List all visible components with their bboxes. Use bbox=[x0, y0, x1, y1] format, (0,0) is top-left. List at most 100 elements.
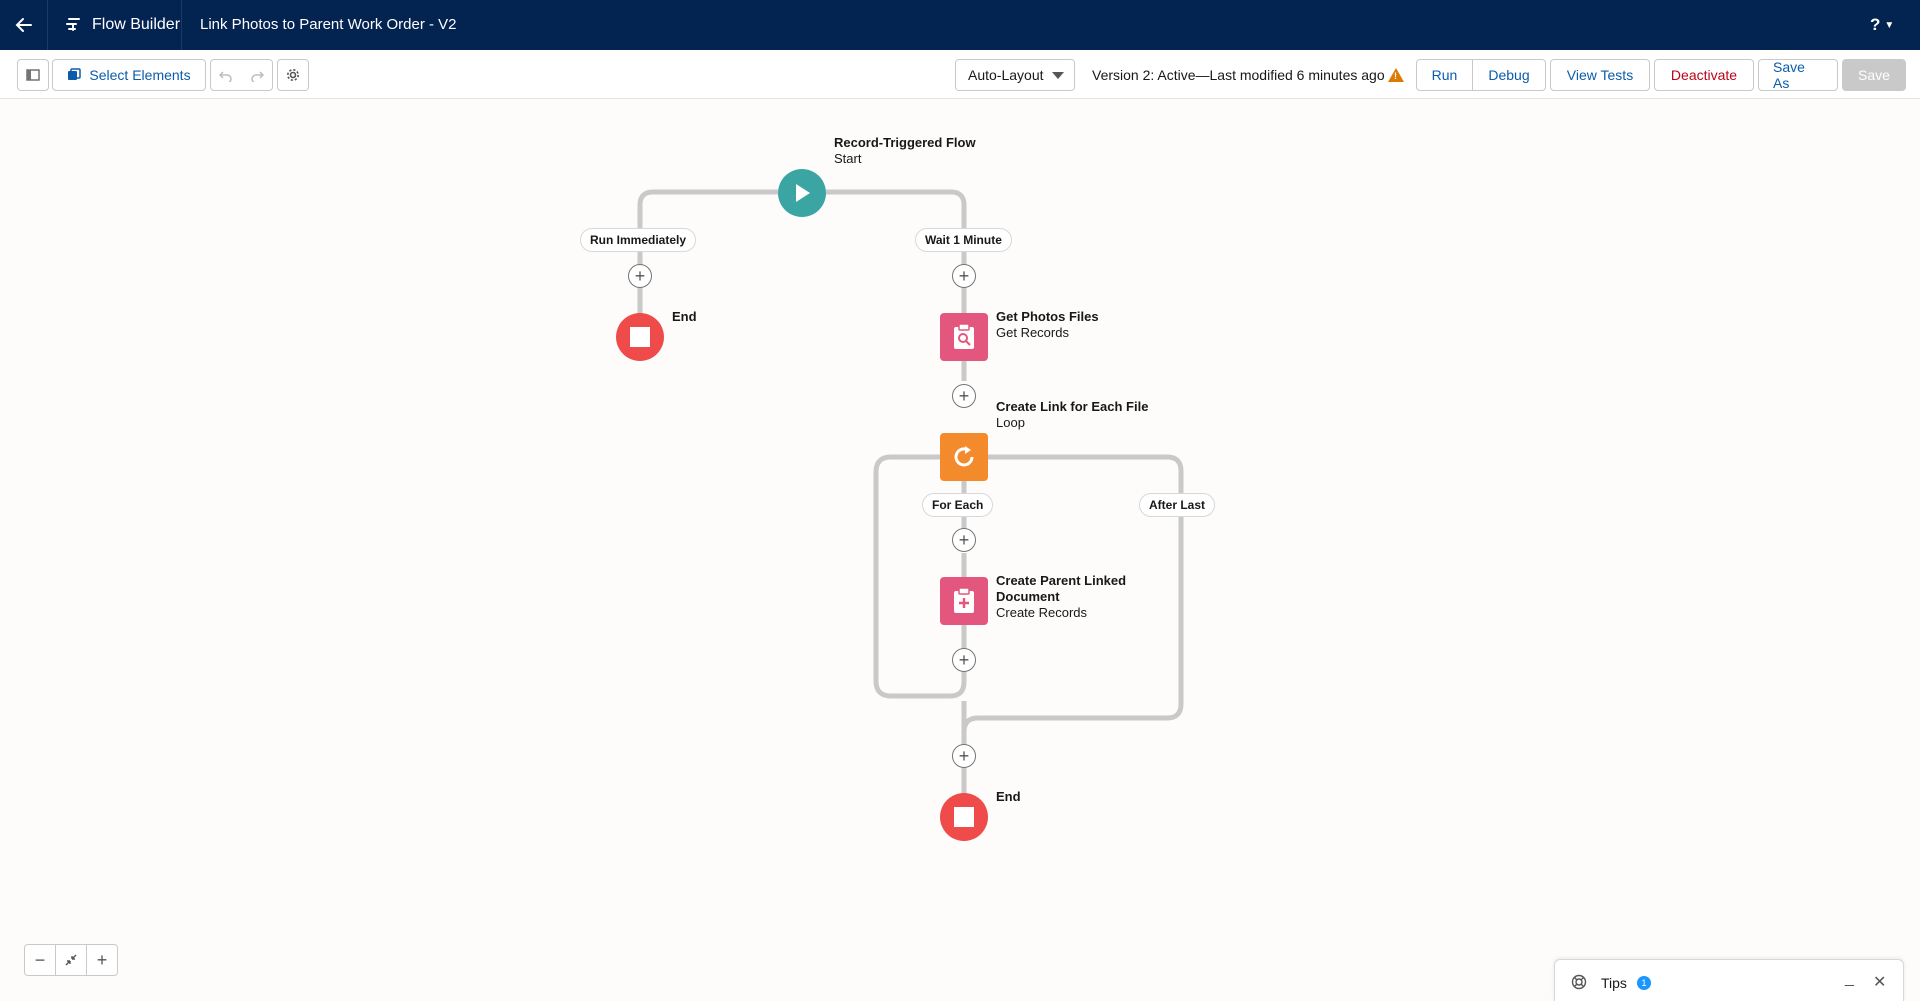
loop-path-after-last[interactable]: After Last bbox=[1139, 493, 1216, 517]
plus-icon: + bbox=[958, 266, 970, 286]
dropdown-arrow-icon bbox=[1052, 72, 1064, 79]
add-element-button[interactable]: + bbox=[952, 384, 976, 408]
loop-node-label: Create Link for Each File Loop bbox=[996, 399, 1148, 431]
minus-icon: − bbox=[34, 949, 46, 970]
zoom-in-button[interactable]: + bbox=[86, 945, 117, 975]
back-button[interactable] bbox=[0, 0, 48, 50]
panel-toggle-icon bbox=[26, 69, 40, 81]
get-records-subtitle: Get Records bbox=[996, 325, 1069, 340]
end-node-left-label: End bbox=[672, 309, 697, 325]
undo-button[interactable] bbox=[210, 59, 242, 91]
create-records-label: Create Parent Linked Document Create Rec… bbox=[996, 573, 1156, 621]
deactivate-label: Deactivate bbox=[1670, 67, 1738, 83]
flow-builder-icon bbox=[66, 18, 80, 31]
gear-icon bbox=[287, 69, 299, 81]
loop-path-for-each[interactable]: For Each bbox=[922, 493, 994, 517]
branch-wait-1-minute-label: Wait 1 Minute bbox=[925, 233, 1002, 247]
version-status: Version 2: Active—Last modified 6 minute… bbox=[1092, 67, 1385, 83]
toggle-panel-button[interactable] bbox=[17, 59, 49, 91]
flow-settings-button[interactable] bbox=[277, 59, 309, 91]
end-node-bottom[interactable] bbox=[940, 793, 988, 841]
start-node-title: Record-Triggered Flow bbox=[834, 135, 976, 150]
redo-button[interactable] bbox=[241, 59, 273, 91]
create-records-node[interactable] bbox=[940, 577, 988, 625]
end-node-bottom-label: End bbox=[996, 789, 1021, 805]
layout-select-value: Auto-Layout bbox=[968, 67, 1044, 83]
run-button[interactable]: Run bbox=[1416, 59, 1473, 91]
branch-run-immediately-label: Run Immediately bbox=[590, 233, 687, 247]
tips-count-badge: 1 bbox=[1637, 976, 1651, 990]
add-element-button[interactable]: + bbox=[628, 264, 652, 288]
branch-wait-1-minute[interactable]: Wait 1 Minute bbox=[915, 228, 1012, 252]
help-icon: ? bbox=[1870, 15, 1881, 34]
create-records-icon bbox=[954, 587, 974, 613]
undo-icon bbox=[219, 71, 232, 82]
end-node-left[interactable] bbox=[616, 313, 664, 361]
run-label: Run bbox=[1431, 67, 1458, 83]
zoom-controls: − + bbox=[24, 944, 118, 976]
help-menu-button[interactable]: ? ▼ bbox=[1870, 15, 1894, 35]
stop-icon bbox=[630, 327, 650, 347]
start-node-subtitle: Start bbox=[834, 151, 862, 166]
fit-to-view-button[interactable] bbox=[55, 945, 86, 975]
select-elements-label: Select Elements bbox=[89, 67, 191, 83]
plus-icon: + bbox=[958, 746, 970, 766]
select-elements-icon bbox=[68, 68, 82, 80]
app-launcher: Flow Builder bbox=[48, 0, 182, 50]
save-as-button[interactable]: Save As bbox=[1758, 59, 1838, 91]
toolbar: Select Elements Auto-Layout Version 2: A… bbox=[0, 50, 1920, 99]
minimize-icon[interactable]: _ bbox=[1845, 970, 1854, 987]
plus-icon: + bbox=[958, 386, 970, 406]
debug-button[interactable]: Debug bbox=[1473, 59, 1546, 91]
loop-icon bbox=[954, 446, 974, 467]
save-button[interactable]: Save bbox=[1842, 59, 1906, 91]
tips-label: Tips bbox=[1601, 975, 1627, 991]
start-node[interactable] bbox=[778, 169, 826, 217]
deactivate-button[interactable]: Deactivate bbox=[1654, 59, 1754, 91]
flow-canvas[interactable]: Record-Triggered Flow Start Run Immediat… bbox=[0, 99, 1920, 1001]
add-element-button[interactable]: + bbox=[952, 744, 976, 768]
zoom-out-button[interactable]: − bbox=[25, 945, 55, 975]
get-records-label: Get Photos Files Get Records bbox=[996, 309, 1099, 341]
add-element-button[interactable]: + bbox=[952, 648, 976, 672]
plus-icon: + bbox=[958, 530, 970, 550]
view-tests-label: View Tests bbox=[1566, 67, 1634, 83]
select-elements-button[interactable]: Select Elements bbox=[52, 59, 206, 91]
get-records-icon bbox=[954, 323, 974, 349]
get-records-node[interactable] bbox=[940, 313, 988, 361]
create-records-subtitle: Create Records bbox=[996, 605, 1088, 620]
loop-path-after-last-label: After Last bbox=[1149, 498, 1206, 512]
loop-node-title: Create Link for Each File bbox=[996, 399, 1149, 414]
loop-path-for-each-label: For Each bbox=[932, 498, 984, 512]
view-tests-button[interactable]: View Tests bbox=[1550, 59, 1650, 91]
end-node-bottom-title: End bbox=[996, 789, 1021, 804]
start-node-label: Record-Triggered Flow Start bbox=[834, 135, 976, 167]
loop-node-subtitle: Loop bbox=[996, 415, 1025, 430]
plus-icon: + bbox=[958, 650, 970, 670]
app-name: Flow Builder bbox=[92, 16, 181, 33]
tips-panel[interactable]: Tips 1 _ ✕ bbox=[1554, 959, 1904, 1001]
create-records-title: Create Parent Linked Document bbox=[996, 573, 1127, 604]
top-header: Flow Builder Link Photos to Parent Work … bbox=[0, 0, 1920, 50]
save-label: Save bbox=[1858, 67, 1890, 83]
flow-connectors bbox=[637, 189, 1184, 811]
end-node-left-title: End bbox=[672, 309, 697, 324]
redo-icon bbox=[250, 71, 264, 82]
flow-title: Link Photos to Parent Work Order - V2 bbox=[200, 16, 457, 33]
chevron-down-icon: ▼ bbox=[1884, 19, 1895, 31]
layout-select[interactable]: Auto-Layout bbox=[955, 59, 1075, 91]
plus-icon: + bbox=[634, 266, 646, 286]
close-icon[interactable]: ✕ bbox=[1873, 974, 1887, 991]
add-element-button[interactable]: + bbox=[952, 264, 976, 288]
back-arrow-icon bbox=[15, 18, 32, 32]
play-icon bbox=[796, 184, 810, 202]
plus-icon: + bbox=[96, 949, 108, 970]
debug-label: Debug bbox=[1488, 67, 1530, 83]
branch-run-immediately[interactable]: Run Immediately bbox=[580, 228, 697, 252]
add-element-button[interactable]: + bbox=[952, 528, 976, 552]
save-as-label: Save As bbox=[1773, 59, 1805, 91]
lifebuoy-icon bbox=[1571, 974, 1587, 990]
loop-node[interactable] bbox=[940, 433, 988, 481]
warning-icon[interactable]: ! bbox=[1388, 68, 1404, 82]
stop-icon bbox=[954, 807, 974, 827]
